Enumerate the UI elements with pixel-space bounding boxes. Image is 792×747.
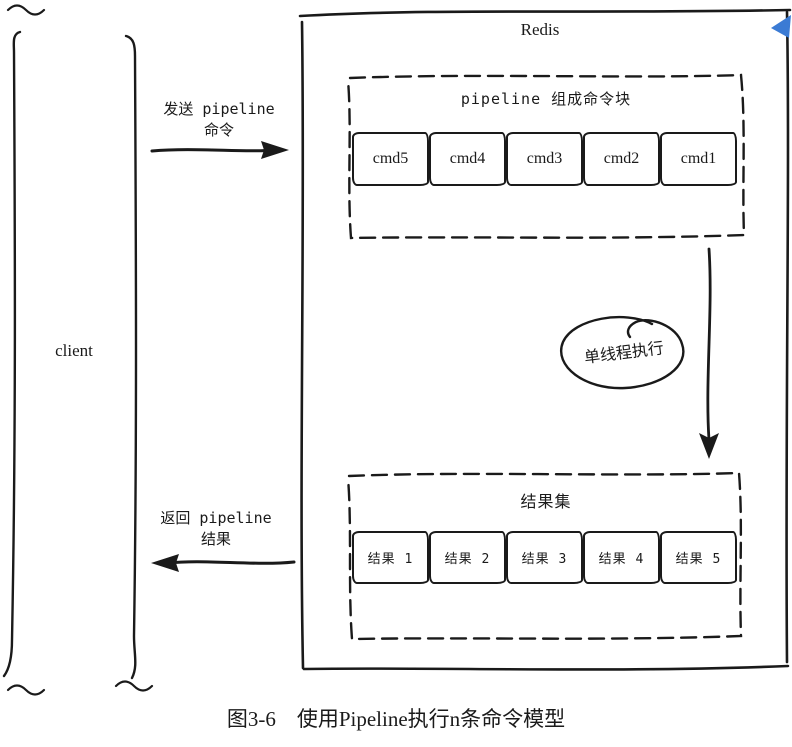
pipeline-block-title: pipeline 组成命令块	[460, 90, 632, 108]
command-box: cmd2	[583, 132, 660, 186]
result-block-title: 结果集	[520, 492, 572, 511]
result-box: 结果 2	[429, 531, 506, 584]
command-box: cmd4	[429, 132, 506, 186]
execute-circle	[560, 315, 685, 390]
send-arrow-head	[261, 141, 289, 159]
execute-arrow-head	[699, 433, 719, 459]
pipeline-dashed-box	[346, 73, 746, 240]
client-label: client	[55, 341, 93, 360]
blue-cursor-marker	[771, 15, 791, 38]
redis-label: Redis	[520, 20, 560, 39]
result-box: 结果 3	[506, 531, 583, 584]
command-row: cmd5 cmd4 cmd3 cmd2 cmd1	[352, 132, 737, 186]
redis-box-bottom	[302, 664, 790, 671]
result-dashed-box	[346, 471, 743, 641]
figure-caption: 图3-6 使用Pipeline执行n条命令模型	[226, 707, 566, 731]
redis-box-right	[785, 10, 790, 664]
client-left-line	[2, 30, 22, 678]
squiggle-top-left	[6, 4, 46, 16]
command-box: cmd3	[506, 132, 583, 186]
execute-arrow-shaft	[706, 247, 712, 442]
redis-box-top	[298, 8, 792, 18]
result-box: 结果 4	[583, 531, 660, 584]
result-box: 结果 1	[352, 531, 429, 584]
send-arrow-shaft	[150, 148, 278, 153]
result-row: 结果 1 结果 2 结果 3 结果 4 结果 5	[352, 531, 737, 584]
squiggle-bottom-right	[114, 680, 154, 692]
client-right-line	[124, 34, 138, 680]
result-box: 结果 5	[660, 531, 737, 584]
send-arrow-label: 发送 pipeline 命令	[163, 100, 275, 139]
command-box: cmd1	[660, 132, 737, 186]
return-arrow-head	[151, 554, 179, 572]
return-arrow-shaft	[166, 560, 296, 565]
return-arrow-label: 返回 pipeline 结果	[160, 509, 272, 548]
squiggle-bottom-left	[6, 684, 46, 696]
redis-box-left	[300, 20, 305, 670]
command-box: cmd5	[352, 132, 429, 186]
